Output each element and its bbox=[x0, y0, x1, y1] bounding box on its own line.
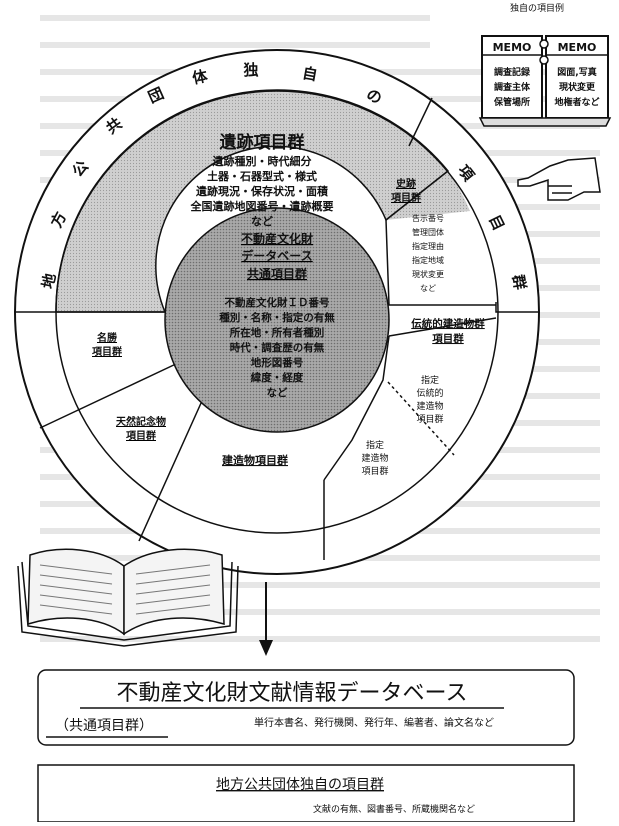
ring-char: 目 bbox=[485, 212, 508, 233]
center-line: 時代・調査歴の有無 bbox=[230, 341, 325, 354]
shitei-dento-label: 指定 伝統的 建造物 項目群 bbox=[416, 374, 443, 425]
center-line: 種別・名称・指定の有無 bbox=[219, 311, 335, 324]
shitei-dento-line: 伝統的 bbox=[416, 387, 443, 399]
ring-char: の bbox=[364, 85, 385, 108]
dento-subtitle: 項目群 bbox=[432, 332, 464, 345]
center-line: 地形図番号 bbox=[251, 356, 304, 369]
meisho-line: 名勝 bbox=[97, 331, 118, 344]
tennen-line: 天然記念物 bbox=[116, 415, 166, 428]
tennen-divider bbox=[138, 391, 207, 542]
ring-char: 独 bbox=[243, 61, 258, 79]
pointing-hand-icon bbox=[517, 157, 601, 201]
shitei-kenzo-label: 指定 建造物 項目群 bbox=[361, 439, 388, 477]
shiseki-region bbox=[385, 170, 496, 306]
down-arrow-icon bbox=[259, 582, 273, 656]
shiseki-line: 告示番号 bbox=[412, 213, 444, 223]
center-line: など bbox=[267, 386, 288, 399]
literature-db-title: 不動産文化財文献情報データベース bbox=[117, 681, 468, 706]
ring-char: 自 bbox=[301, 64, 319, 84]
center-title-line: 共通項目群 bbox=[247, 266, 307, 281]
shiseki-title: 史跡 項目群 bbox=[391, 177, 421, 204]
center-line: 緯度・経度 bbox=[251, 371, 304, 384]
meisho-label: 名勝 項目群 bbox=[92, 331, 122, 358]
memo-notebook: MEMO MEMO 調査記録 調査主体 保管場所 図面,写真 現状変更 地権者な… bbox=[478, 35, 612, 127]
iseki-line: 土器・石器型式・様式 bbox=[207, 169, 317, 183]
iseki-line: など bbox=[251, 215, 273, 228]
memo-right-line: 図面,写真 bbox=[557, 66, 596, 78]
memo-right-line: 現状変更 bbox=[559, 81, 596, 93]
local-items-title: 地方公共団体独自の項目群 bbox=[216, 777, 384, 793]
shitei-dento-line: 指定 bbox=[421, 374, 439, 386]
shitei-dento-dotted bbox=[387, 381, 455, 456]
dento-title: 伝統的建造物群 bbox=[411, 317, 485, 330]
common-items-list: 単行本書名、発行機関、発行年、編著者、論文名など bbox=[254, 716, 494, 729]
center-title-line: 不動産文化財 bbox=[241, 231, 313, 246]
center-line: 所在地・所有者種別 bbox=[230, 326, 325, 339]
ring-char: 団 bbox=[145, 84, 166, 107]
shiseki-line: 現状変更 bbox=[412, 269, 444, 279]
memo-right-line: 地権者など bbox=[554, 96, 599, 108]
shitei-kenzo-line: 建造物 bbox=[361, 452, 388, 464]
iseki-line: 遺跡現況・保存状況・面積 bbox=[195, 184, 329, 198]
ring-char: 方 bbox=[47, 209, 70, 231]
shitei-dento-line: 項目群 bbox=[416, 413, 443, 425]
center-circle bbox=[164, 207, 390, 433]
meisho-line: 項目群 bbox=[92, 345, 122, 358]
meisho-lower-divider bbox=[39, 362, 179, 429]
shitei-kenzo-boundary bbox=[323, 335, 390, 481]
iseki-line: 遺跡種別・時代細分 bbox=[212, 154, 312, 168]
memo-left-line: 保管場所 bbox=[493, 96, 530, 108]
shitei-kenzo-line: 指定 bbox=[366, 439, 384, 451]
center-line: 不動産文化財ＩＤ番号 bbox=[225, 296, 330, 309]
shiseki-title-line: 史跡 bbox=[396, 177, 416, 190]
center-title-line: データベース bbox=[241, 248, 312, 263]
shiseki-line: 指定理由 bbox=[412, 241, 444, 251]
iseki-region-right bbox=[386, 171, 470, 220]
center-title: 不動産文化財 データベース 共通項目群 bbox=[241, 231, 313, 281]
ring-char: 地 bbox=[39, 272, 60, 290]
shiseki-line: 管理団体 bbox=[412, 227, 444, 237]
shitei-dento-line: 建造物 bbox=[416, 400, 443, 412]
dento-divider bbox=[388, 317, 497, 337]
local-items-list: 文献の有無、図書番号、所蔵機関名など bbox=[313, 803, 475, 815]
tennen-line: 項目群 bbox=[126, 429, 156, 442]
tennen-label: 天然記念物 項目群 bbox=[116, 415, 166, 442]
shiseki-title-line: 項目群 bbox=[391, 191, 421, 204]
kenzobutsu-title: 建造物項目群 bbox=[222, 453, 288, 467]
memo-right-title: MEMO bbox=[558, 41, 597, 54]
common-items-label: （共通項目群） bbox=[55, 718, 153, 734]
memo-left-line: 調査記録 bbox=[494, 66, 531, 78]
memo-caption: 独自の項目例 bbox=[510, 2, 564, 14]
dento-step bbox=[495, 302, 539, 313]
ring-char: 体 bbox=[191, 67, 210, 88]
shiseki-line: 指定地域 bbox=[412, 255, 444, 265]
memo-left-line: 調査主体 bbox=[494, 81, 531, 93]
shiseki-line: など bbox=[420, 284, 436, 293]
shiseki-lines: 告示番号 管理団体 指定理由 指定地域 現状変更 など bbox=[412, 213, 444, 293]
local-items-box bbox=[37, 764, 575, 823]
shiseki-outer-divider bbox=[408, 97, 433, 147]
open-book-icon bbox=[17, 548, 239, 647]
iseki-title: 遺跡項目群 bbox=[220, 132, 305, 153]
ring-char: 群 bbox=[509, 273, 529, 291]
memo-left-title: MEMO bbox=[493, 41, 532, 54]
center-lines: 不動産文化財ＩＤ番号 種別・名称・指定の有無 所在地・所有者種別 時代・調査歴の… bbox=[219, 296, 335, 399]
iseki-lines: 遺跡種別・時代細分 土器・石器型式・様式 遺跡現況・保存状況・面積 全国遺跡地図… bbox=[190, 154, 334, 228]
iseki-line: 全国遺跡地図番号・遺跡概要 bbox=[190, 199, 334, 213]
shitei-kenzo-line: 項目群 bbox=[361, 465, 388, 477]
